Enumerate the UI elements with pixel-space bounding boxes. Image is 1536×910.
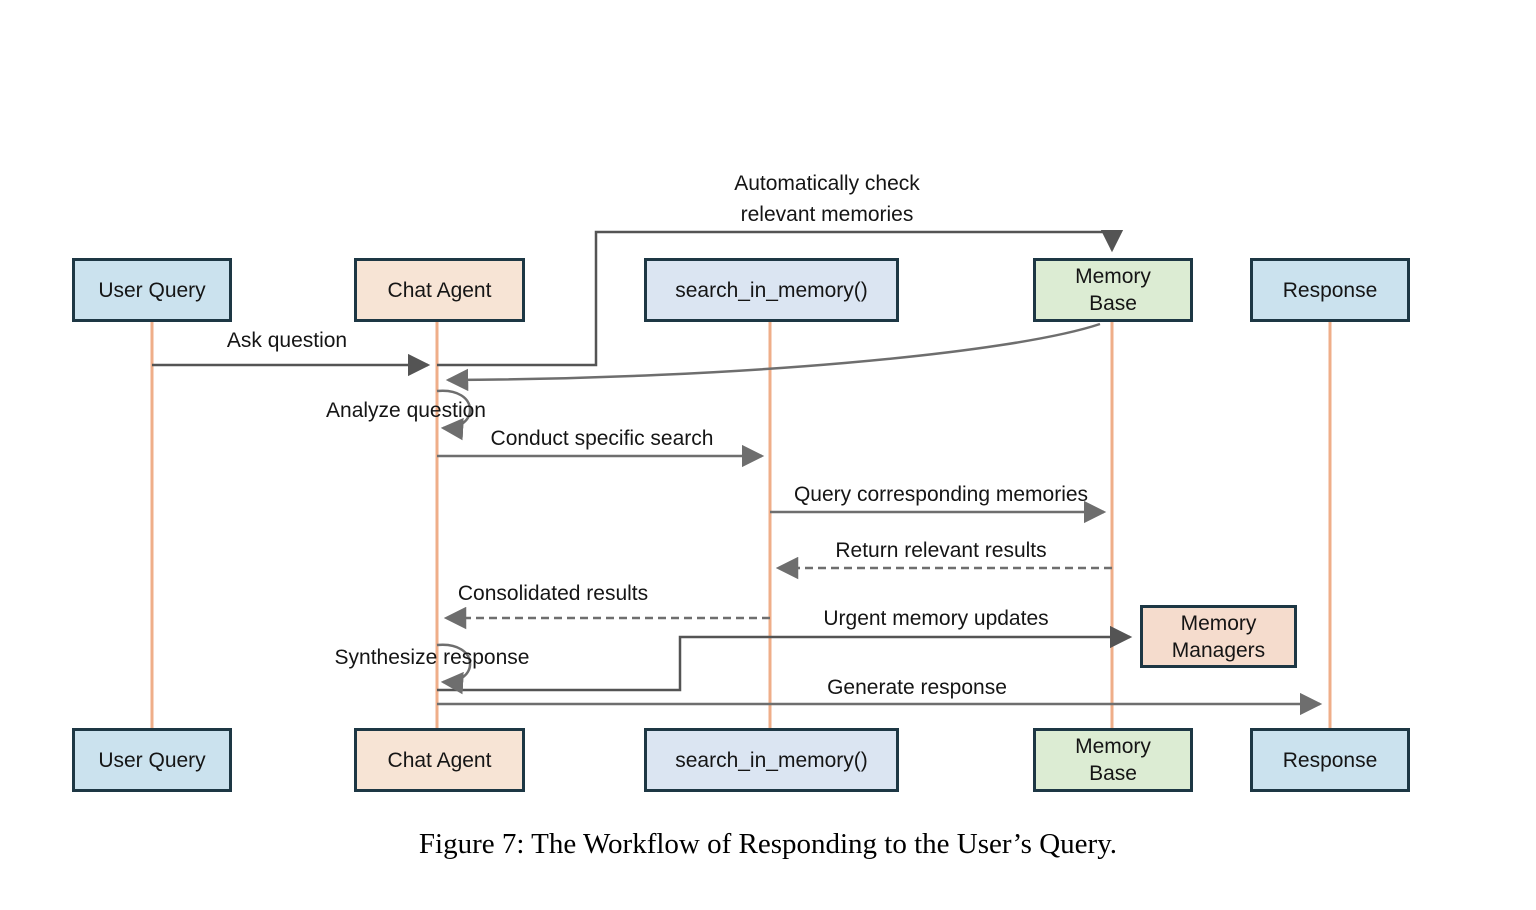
actor-memory-managers: Memory Managers (1140, 605, 1297, 668)
label-return-results: Return relevant results (835, 539, 1047, 562)
label-synthesize-response: Synthesize response (334, 646, 530, 669)
actor-chat-agent-bottom-label: Chat Agent (387, 748, 492, 772)
actor-memory-base-top-label: Memory Base (1075, 265, 1151, 315)
actor-search-in-memory-top-label: search_in_memory() (675, 278, 868, 302)
arrow-synthesize-loop (436, 643, 472, 695)
actor-user-query-top: User Query (72, 258, 232, 322)
arrow-analyze-loop (436, 389, 472, 441)
actor-user-query-top-label: User Query (98, 278, 206, 302)
actor-memory-base-top: Memory Base (1033, 258, 1193, 322)
actor-memory-base-bottom: Memory Base (1033, 728, 1193, 792)
label-generate-response: Generate response (827, 676, 1007, 699)
label-conduct-search: Conduct specific search (490, 427, 714, 450)
label-ask-question: Ask question (226, 329, 348, 352)
actor-chat-agent-top-label: Chat Agent (387, 278, 492, 302)
actor-chat-agent-bottom: Chat Agent (354, 728, 525, 792)
actor-response-bottom-label: Response (1282, 748, 1378, 772)
arrow-auto-check (437, 229, 1124, 367)
actor-chat-agent-top: Chat Agent (354, 258, 525, 322)
label-urgent-updates: Urgent memory updates (823, 607, 1049, 630)
label-consolidated-results: Consolidated results (457, 582, 649, 605)
actor-memory-managers-label: Memory Managers (1171, 611, 1266, 662)
actor-memory-base-bottom-label: Memory Base (1075, 735, 1151, 785)
actor-user-query-bottom: User Query (72, 728, 232, 792)
label-query-memories: Query corresponding memories (793, 483, 1089, 506)
actor-response-top-label: Response (1282, 278, 1378, 302)
actor-user-query-bottom-label: User Query (98, 748, 206, 772)
actor-search-in-memory-top: search_in_memory() (644, 258, 899, 322)
actor-response-top: Response (1250, 258, 1410, 322)
label-auto-check: Automatically check relevant memories (734, 172, 920, 226)
arrow-auto-check-return (445, 322, 1101, 392)
arrow-urgent-updates (437, 625, 1133, 692)
label-analyze-question: Analyze question (326, 399, 486, 422)
actor-search-in-memory-bottom: search_in_memory() (644, 728, 899, 792)
figure-caption: Figure 7: The Workflow of Responding to … (418, 828, 1118, 860)
actor-search-in-memory-bottom-label: search_in_memory() (675, 748, 868, 772)
actor-response-bottom: Response (1250, 728, 1410, 792)
